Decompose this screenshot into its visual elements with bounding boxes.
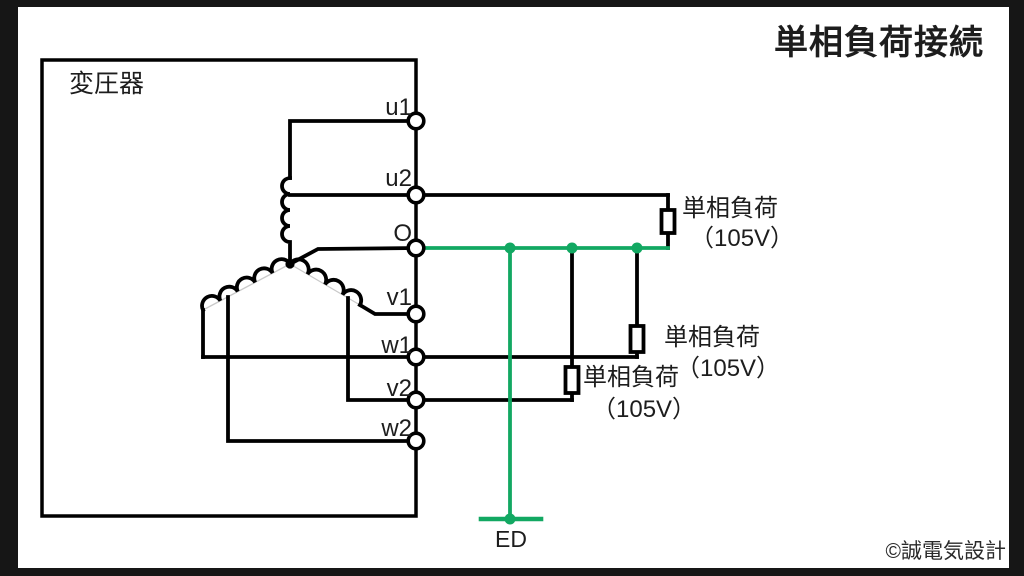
resistor-load3 (563, 365, 581, 395)
resistor-load1 (659, 208, 677, 235)
terminal-v1 (406, 304, 426, 324)
terminal-label-u1: u1 (385, 94, 412, 121)
load3-voltage: （105V） (592, 396, 697, 423)
resistor-load2 (628, 324, 646, 354)
terminal-o (406, 238, 426, 258)
terminal-label-v1: v1 (386, 284, 412, 311)
coil-v-winding (287, 257, 364, 308)
terminal-u2 (406, 185, 426, 205)
terminal-label-u2: u2 (385, 165, 412, 192)
wire-w2-tap (226, 295, 418, 443)
load2-voltage: （105V） (676, 355, 781, 382)
page-title: 単相負荷接続 (774, 24, 984, 62)
wire-v2-to-load3 (346, 296, 574, 402)
star-point-dot (285, 259, 295, 269)
junction-dot-load2 (631, 242, 643, 254)
load2-name: 単相負荷 (664, 324, 760, 351)
coil-w-winding (200, 257, 293, 313)
terminal-u1 (406, 111, 426, 131)
copyright-label: ©誠電気設計 (885, 540, 1006, 563)
junction-dot-earth (504, 242, 516, 254)
transformer-box (40, 58, 418, 518)
junction-dot-load3 (566, 242, 578, 254)
terminal-label-o: O (393, 220, 412, 247)
drawing-area (18, 7, 1009, 568)
wire-v1 (357, 302, 418, 316)
load1-name: 単相負荷 (682, 195, 778, 222)
terminal-w1 (406, 347, 426, 367)
load1-voltage: （105V） (690, 225, 795, 252)
winding-chord-left (202, 263, 291, 311)
terminal-w2 (406, 431, 426, 451)
terminal-label-v2: v2 (386, 375, 412, 402)
terminal-label-w2: w2 (381, 415, 412, 442)
terminal-v2 (406, 390, 426, 410)
transformer-label: 変圧器 (69, 70, 145, 98)
load3-name: 単相負荷 (583, 364, 679, 391)
earth-bar-dot (504, 513, 516, 525)
coil-u-winding (280, 176, 292, 266)
wire-star-point-to-o (287, 246, 418, 267)
wire-u1 (288, 119, 418, 180)
terminal-label-w1: w1 (381, 332, 412, 359)
earth-label: ED (495, 526, 527, 552)
